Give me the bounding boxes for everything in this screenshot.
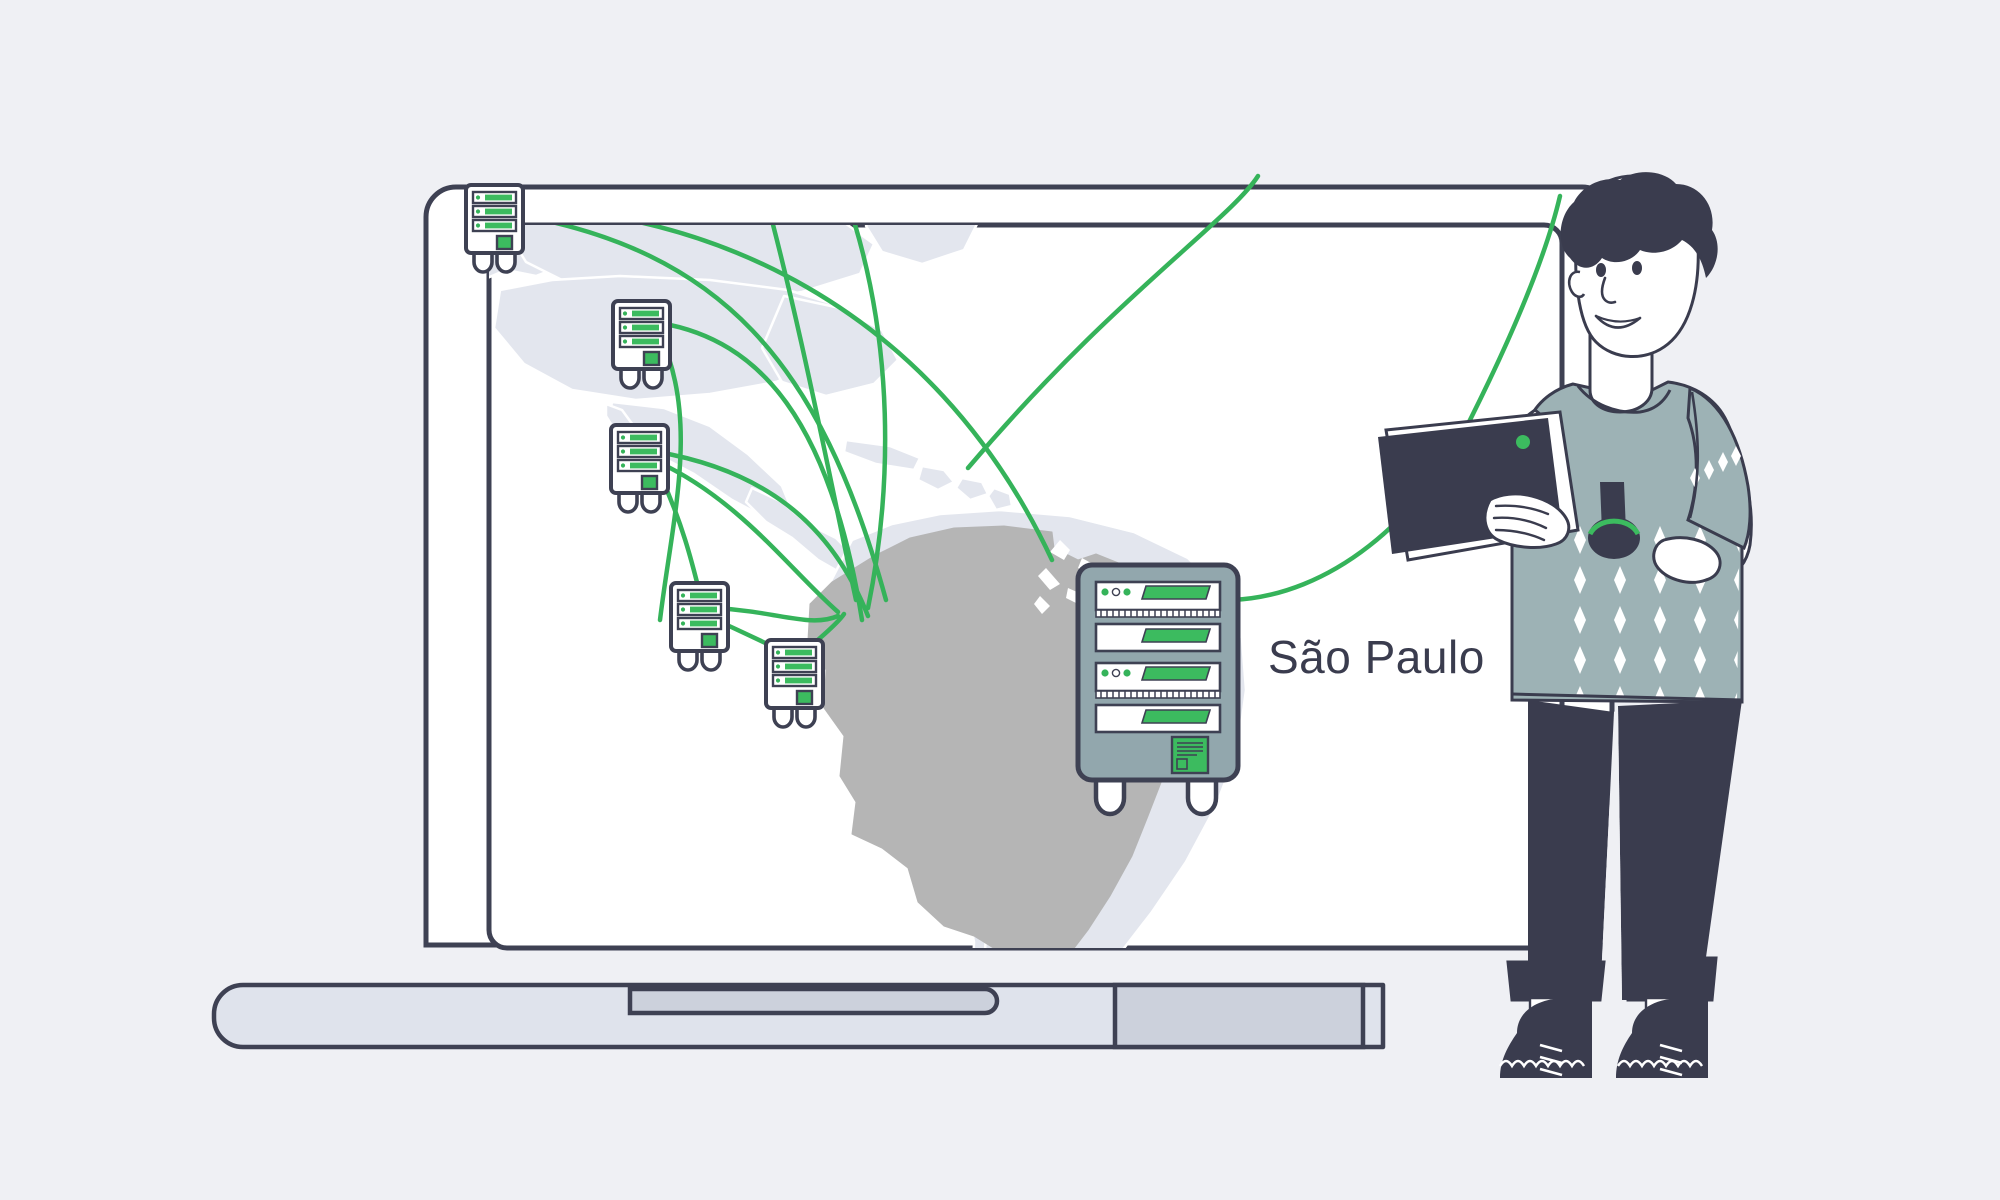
rack-bar: [1140, 628, 1212, 643]
edge-server-central-america[interactable]: [611, 299, 672, 390]
main-server-rack[interactable]: [1075, 562, 1241, 817]
connection-line: [657, 320, 865, 623]
nose: [1600, 276, 1617, 304]
rack-leg: [1093, 776, 1127, 817]
status-light-off: [1111, 668, 1121, 678]
edge-server-southwest-south-america[interactable]: [669, 581, 730, 672]
status-light-on: [1123, 669, 1131, 677]
connection-line: [757, 225, 859, 603]
hand-right: [1652, 536, 1722, 584]
status-light-on: [1123, 588, 1131, 596]
watch-face: [1588, 517, 1640, 559]
collar: [1576, 385, 1672, 414]
sleeve-right: [1686, 385, 1752, 551]
watch-accent: [1587, 518, 1641, 536]
city-label-sao-paulo: São Paulo: [1268, 631, 1485, 683]
boot-right: [1616, 998, 1708, 1078]
laptop-base: [211, 982, 1386, 1050]
connection-line: [655, 459, 841, 615]
boot-left: [1500, 998, 1592, 1078]
laptop-trackpad: [627, 986, 1000, 1016]
rack-leg: [1185, 776, 1219, 817]
rack-bar: [1140, 666, 1212, 681]
connection-lines: [510, 225, 1055, 663]
rack-bar: [1140, 585, 1212, 600]
edge-server-northwest-south-america[interactable]: [609, 423, 670, 514]
mouth: [1594, 314, 1642, 329]
connection-line: [510, 225, 889, 603]
status-light-off: [1111, 587, 1121, 597]
technician-figure: [1378, 172, 1753, 1078]
trouser-left: [1528, 700, 1614, 1000]
status-light-on: [1101, 669, 1109, 677]
edge-server-south-brazil[interactable]: [764, 638, 825, 729]
rack-vent: [1095, 609, 1221, 618]
ear: [1567, 270, 1586, 299]
edge-server-north-america[interactable]: [464, 183, 525, 274]
trouser-right: [1618, 700, 1742, 1000]
eye-right: [1632, 261, 1642, 275]
connection-line: [713, 605, 841, 623]
connection-line: [510, 225, 1055, 563]
connection-line-top-right: [965, 173, 1261, 471]
rack-bar: [1140, 709, 1212, 724]
status-light-on: [1101, 588, 1109, 596]
tablet-indicator: [1516, 435, 1530, 449]
eye-left: [1596, 263, 1606, 277]
rack-vent: [1095, 690, 1221, 699]
connection-line: [837, 225, 888, 611]
rack-panel-button[interactable]: [1176, 758, 1188, 770]
